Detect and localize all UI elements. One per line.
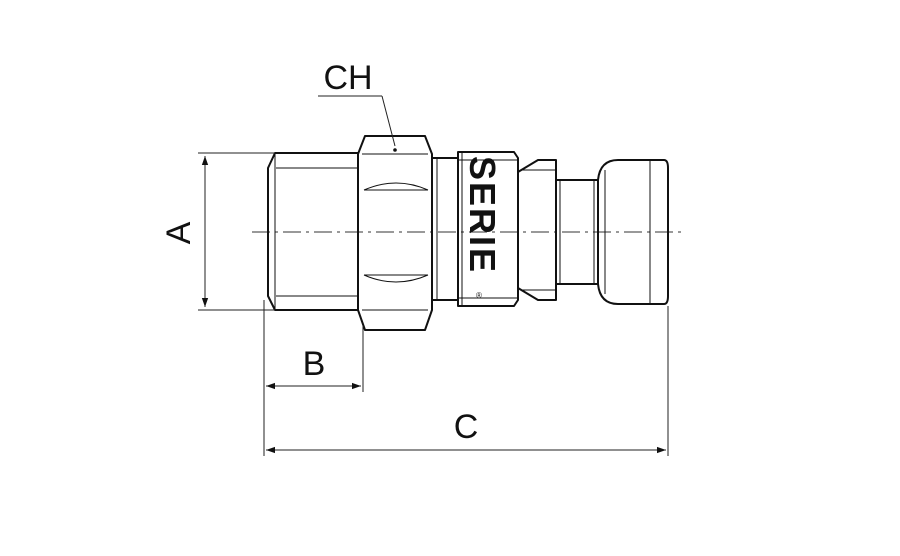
dimension-a-label: A: [160, 221, 198, 244]
plug-neck: [517, 159, 599, 301]
ch-leader: [318, 95, 396, 147]
dimension-c-label: C: [454, 408, 479, 446]
dimension-c: [266, 306, 669, 456]
plug-nose: [597, 159, 669, 305]
engraving-text: SERIE: [462, 156, 503, 274]
dimension-a: [198, 152, 275, 311]
threaded-body: [267, 152, 359, 311]
plug-body: [457, 151, 519, 307]
dimension-b: [263, 300, 364, 456]
hex-nut: [357, 135, 433, 331]
dimension-ch-label: CH: [323, 59, 372, 97]
collar: [431, 157, 459, 301]
trademark-mark: ®: [476, 291, 482, 300]
dimension-b-label: B: [303, 345, 326, 383]
